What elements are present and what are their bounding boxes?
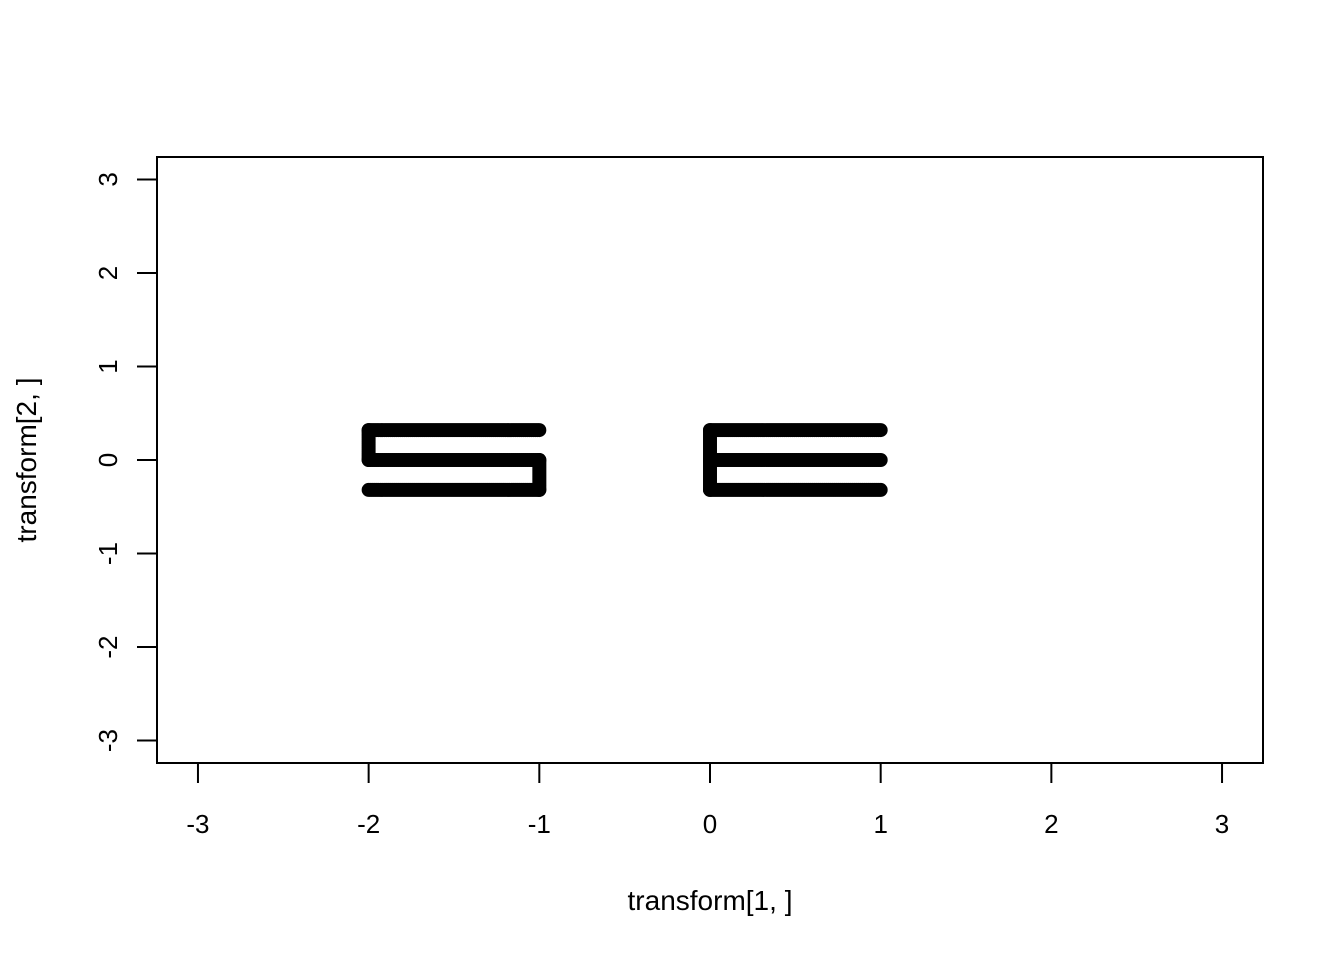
y-tick-label: 1 bbox=[93, 359, 123, 373]
data-point bbox=[361, 482, 376, 497]
x-axis: -3 -2 -1 0 1 2 3 bbox=[186, 762, 1229, 839]
x-tick-label: -1 bbox=[528, 809, 551, 839]
y-tick-label: 3 bbox=[93, 172, 123, 186]
data-points bbox=[361, 423, 888, 497]
x-tick-label: 3 bbox=[1215, 809, 1229, 839]
y-tick-label: 2 bbox=[93, 266, 123, 280]
data-point bbox=[873, 482, 888, 497]
data-point bbox=[873, 453, 888, 467]
x-tick-label: 0 bbox=[703, 809, 717, 839]
y-tick-label: -2 bbox=[93, 635, 123, 658]
y-axis: -3 -2 -1 0 1 2 3 bbox=[93, 172, 158, 752]
y-axis-title: transform[2, ] bbox=[11, 378, 42, 543]
x-tick-label: 2 bbox=[1044, 809, 1058, 839]
x-tick-label: -2 bbox=[357, 809, 380, 839]
y-tick-label: -3 bbox=[93, 729, 123, 752]
y-tick-label: -1 bbox=[93, 542, 123, 565]
x-tick-label: 1 bbox=[873, 809, 887, 839]
x-tick-label: -3 bbox=[186, 809, 209, 839]
y-tick-label: 0 bbox=[93, 453, 123, 467]
x-axis-title: transform[1, ] bbox=[628, 885, 793, 916]
